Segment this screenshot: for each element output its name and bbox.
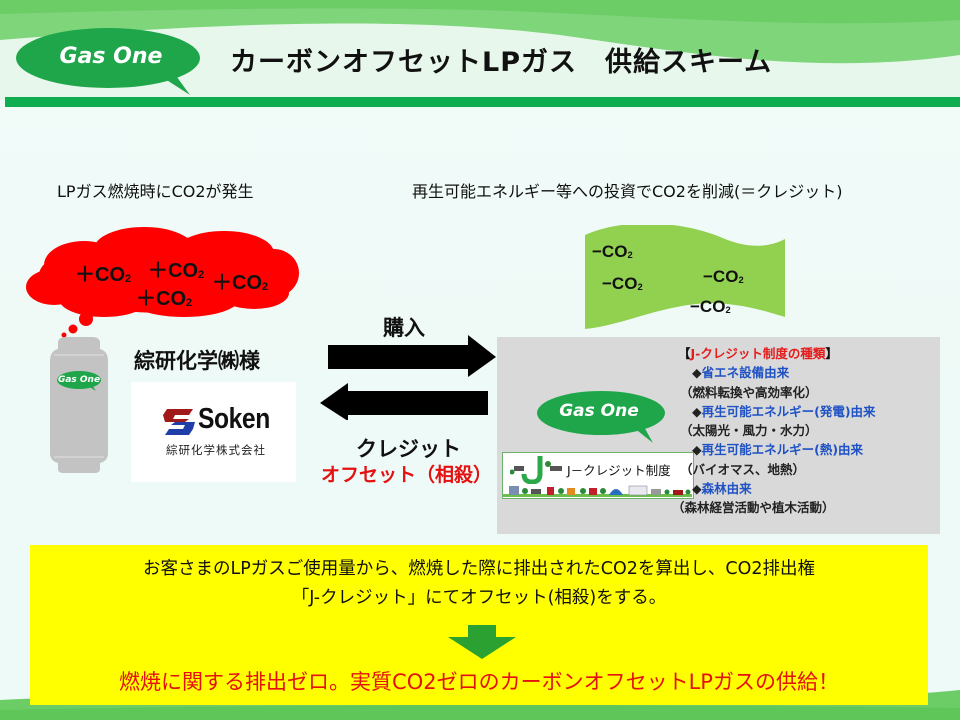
caption-emission: LPガス燃焼時にCO2が発生 <box>57 182 254 201</box>
j-logo-icon <box>510 456 562 484</box>
co2-minus-item: −CO2 <box>602 274 643 293</box>
co2-minus-item: −CO2 <box>592 242 633 261</box>
cylinder-brand-label: Gas One <box>57 375 101 385</box>
co2-plus-item: ＋CO2 <box>212 272 269 294</box>
gas-cylinder-icon <box>50 337 108 473</box>
credit-label: クレジット <box>356 437 461 461</box>
summary-line-2: 「J-クレジット」にてオフセット(相殺)をする。 <box>291 588 667 608</box>
customer-name: 綜研化学㈱様 <box>134 349 260 373</box>
co2-minus-item: −CO2 <box>690 297 731 316</box>
jcredit-type-detail: （森林経営活動や植木活動） <box>672 500 835 516</box>
brand-logo-text: Gas One <box>59 44 163 69</box>
arrow-left-icon <box>320 383 488 420</box>
soken-s-icon <box>163 409 195 435</box>
jcredit-type-detail: （バイオマス、地熱） <box>680 461 806 477</box>
jcredit-panel-brand: Gas One <box>559 401 639 421</box>
offset-label: オフセット（相殺） <box>321 464 493 486</box>
jcredit-types-list: 【J-クレジット制度の種類】 ◆省エネ設備由来 （燃料転換や高効率化） ◆再生可… <box>672 344 876 518</box>
emission-cloud <box>26 227 299 338</box>
jcredit-type-item: ◆省エネ設備由来 <box>692 365 790 381</box>
page-title: カーボンオフセットLPガス 供給スキーム <box>230 47 773 78</box>
gas-one-logo-bubble <box>16 28 200 95</box>
arrow-down-icon <box>448 625 516 659</box>
jcredit-panel <box>497 337 940 534</box>
reduction-flag <box>585 225 785 329</box>
soken-logo-subtext: 綜研化学株式会社 <box>166 443 266 457</box>
jcredit-type-item: ◆再生可能エネルギー(熱)由来 <box>692 442 864 458</box>
jcredit-type-detail: （太陽光・風力・水力） <box>680 423 818 439</box>
town-illustration <box>503 485 692 497</box>
summary-conclusion: 燃焼に関する排出ゼロ。実質CO2ゼロのカーボンオフセットLPガスの供給！ <box>119 670 839 694</box>
soken-logo-box <box>131 382 296 482</box>
purchase-label: 購入 <box>383 316 425 340</box>
jcredit-type-detail: （燃料転換や高効率化） <box>680 384 818 400</box>
co2-plus-item: ＋CO2 <box>136 288 193 310</box>
arrow-right-icon <box>328 335 496 377</box>
co2-plus-item: ＋CO2 <box>148 260 205 282</box>
summary-line-1: お客さまのLPガスご使用量から、燃焼した際に排出されたCO2を算出し、CO2排出… <box>142 559 816 579</box>
exchange-arrows <box>320 335 496 420</box>
co2-plus-item: ＋CO2 <box>75 264 132 286</box>
header-divider <box>5 97 960 107</box>
soken-logo-text: Soken <box>198 403 270 435</box>
caption-reduction: 再生可能エネルギー等への投資でCO2を削減(＝クレジット) <box>412 182 843 201</box>
gas-one-bubble-icon <box>537 391 665 443</box>
jcredit-type-item: ◆再生可能エネルギー(発電)由来 <box>692 403 876 419</box>
jcredit-types-heading: 【J-クレジット制度の種類】 <box>678 346 838 361</box>
jcredit-banner-text: J－クレジット制度 <box>567 463 671 478</box>
jcredit-type-item: ◆森林由来 <box>692 481 752 497</box>
co2-minus-item: −CO2 <box>703 267 744 286</box>
